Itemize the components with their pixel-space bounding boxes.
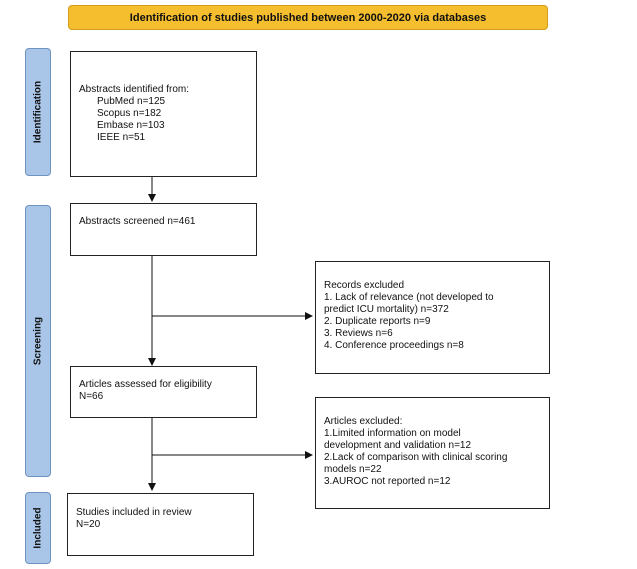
records-excluded-line-0: Records excluded [324, 280, 405, 291]
box-studies-included: Studies included in review N=20 [67, 493, 254, 556]
articles-excluded-line-2: development and validation n=12 [324, 440, 472, 451]
articles-excluded-line-3: 2.Lack of comparison with clinical scori… [324, 452, 508, 463]
box-abstracts-screened: Abstracts screened n=461 [70, 203, 257, 256]
source-ieee: IEEE n=51 [97, 132, 146, 143]
articles-excluded-line-0: Articles excluded: [324, 416, 403, 427]
box-articles-assessed: Articles assessed for eligibility N=66 [70, 366, 257, 418]
diagram-header: Identification of studies published betw… [68, 5, 548, 30]
box-abstracts-identified: Abstracts identified from: PubMed n=125 … [70, 51, 257, 177]
source-scopus: Scopus n=182 [97, 108, 162, 119]
articles-excluded-line-5: 3.AUROC not reported n=12 [324, 476, 451, 487]
phase-included: Included [25, 492, 51, 564]
source-pubmed: PubMed n=125 [97, 96, 166, 107]
source-embase: Embase n=103 [97, 120, 165, 131]
phase-identification: Identification [25, 48, 51, 176]
header-title: Identification of studies published betw… [129, 11, 487, 24]
articles-assessed-line-0: Articles assessed for eligibility [79, 379, 212, 390]
records-excluded-line-1: 1. Lack of relevance (not developed to [324, 292, 494, 303]
studies-included-line-1: N=20 [76, 519, 101, 530]
studies-included-line-0: Studies included in review [76, 507, 192, 518]
articles-assessed-line-1: N=66 [79, 391, 104, 402]
articles-excluded-line-4: models n=22 [324, 464, 382, 475]
abstracts-screened-text: Abstracts screened n=461 [79, 216, 196, 227]
box-articles-excluded: Articles excluded: 1.Limited information… [315, 397, 550, 509]
abstracts-identified-heading: Abstracts identified from: [79, 84, 190, 95]
articles-excluded-line-1: 1.Limited information on model [324, 428, 461, 439]
box-records-excluded: Records excluded 1. Lack of relevance (n… [315, 261, 550, 374]
records-excluded-line-5: 4. Conference proceedings n=8 [324, 340, 464, 351]
phase-screening: Screening [25, 205, 51, 477]
records-excluded-line-2: predict ICU mortality) n=372 [324, 304, 449, 315]
records-excluded-line-4: 3. Reviews n=6 [324, 328, 393, 339]
records-excluded-line-3: 2. Duplicate reports n=9 [324, 316, 431, 327]
